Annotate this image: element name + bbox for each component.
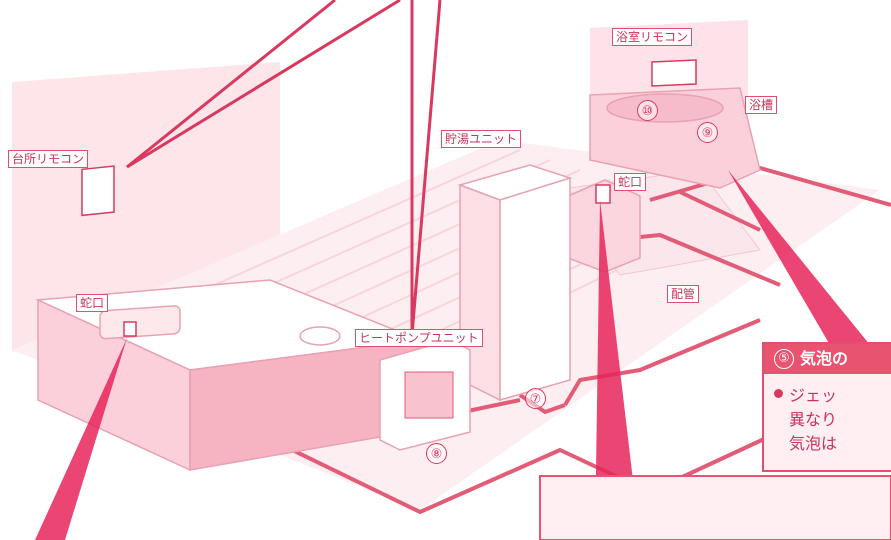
heat-pump-label: ヒートポンプユニット: [355, 329, 483, 347]
callout-header: ⑤ 気泡の: [764, 344, 891, 374]
callout-line-1-text: ジェッ: [789, 386, 837, 405]
bathtub-label: 浴槽: [745, 96, 777, 114]
kitchen-remote-label: 台所リモコン: [8, 150, 88, 168]
kitchen-faucet: [124, 322, 136, 336]
marker-7: ⑦: [525, 388, 546, 409]
bathtub-basin: [607, 94, 723, 122]
kitchen-remote-device: [82, 166, 114, 215]
heat-pump-fan: [405, 372, 453, 418]
storage-unit-label: 貯湯ユニット: [441, 130, 521, 148]
callout-title: 気泡の: [800, 349, 848, 368]
bath-remote-label: 浴室リモコン: [612, 28, 692, 46]
bath-faucet: [596, 185, 610, 203]
marker-9: ⑨: [697, 122, 718, 143]
sink: [100, 305, 180, 339]
callout-line-3: 気泡は: [789, 430, 837, 454]
callout-box: ⑤ 気泡の ジェッ 異なり 気泡は: [762, 342, 891, 472]
callout-line-1: ジェッ: [774, 382, 837, 406]
marker-8: ⑧: [426, 443, 447, 464]
piping-label: 配管: [667, 285, 699, 303]
bottom-panel: [540, 476, 891, 540]
bullet-icon: [774, 389, 783, 398]
callout-number: ⑤: [774, 349, 794, 369]
kitchen-faucet-label: 蛇口: [76, 294, 108, 312]
marker-10: ⑩: [637, 100, 658, 121]
bath-faucet-label: 蛇口: [614, 173, 646, 191]
stove-burner: [300, 327, 340, 345]
callout-line-2: 異なり: [789, 406, 837, 430]
bath-remote-device: [652, 60, 696, 86]
storage-unit-side: [500, 178, 570, 400]
